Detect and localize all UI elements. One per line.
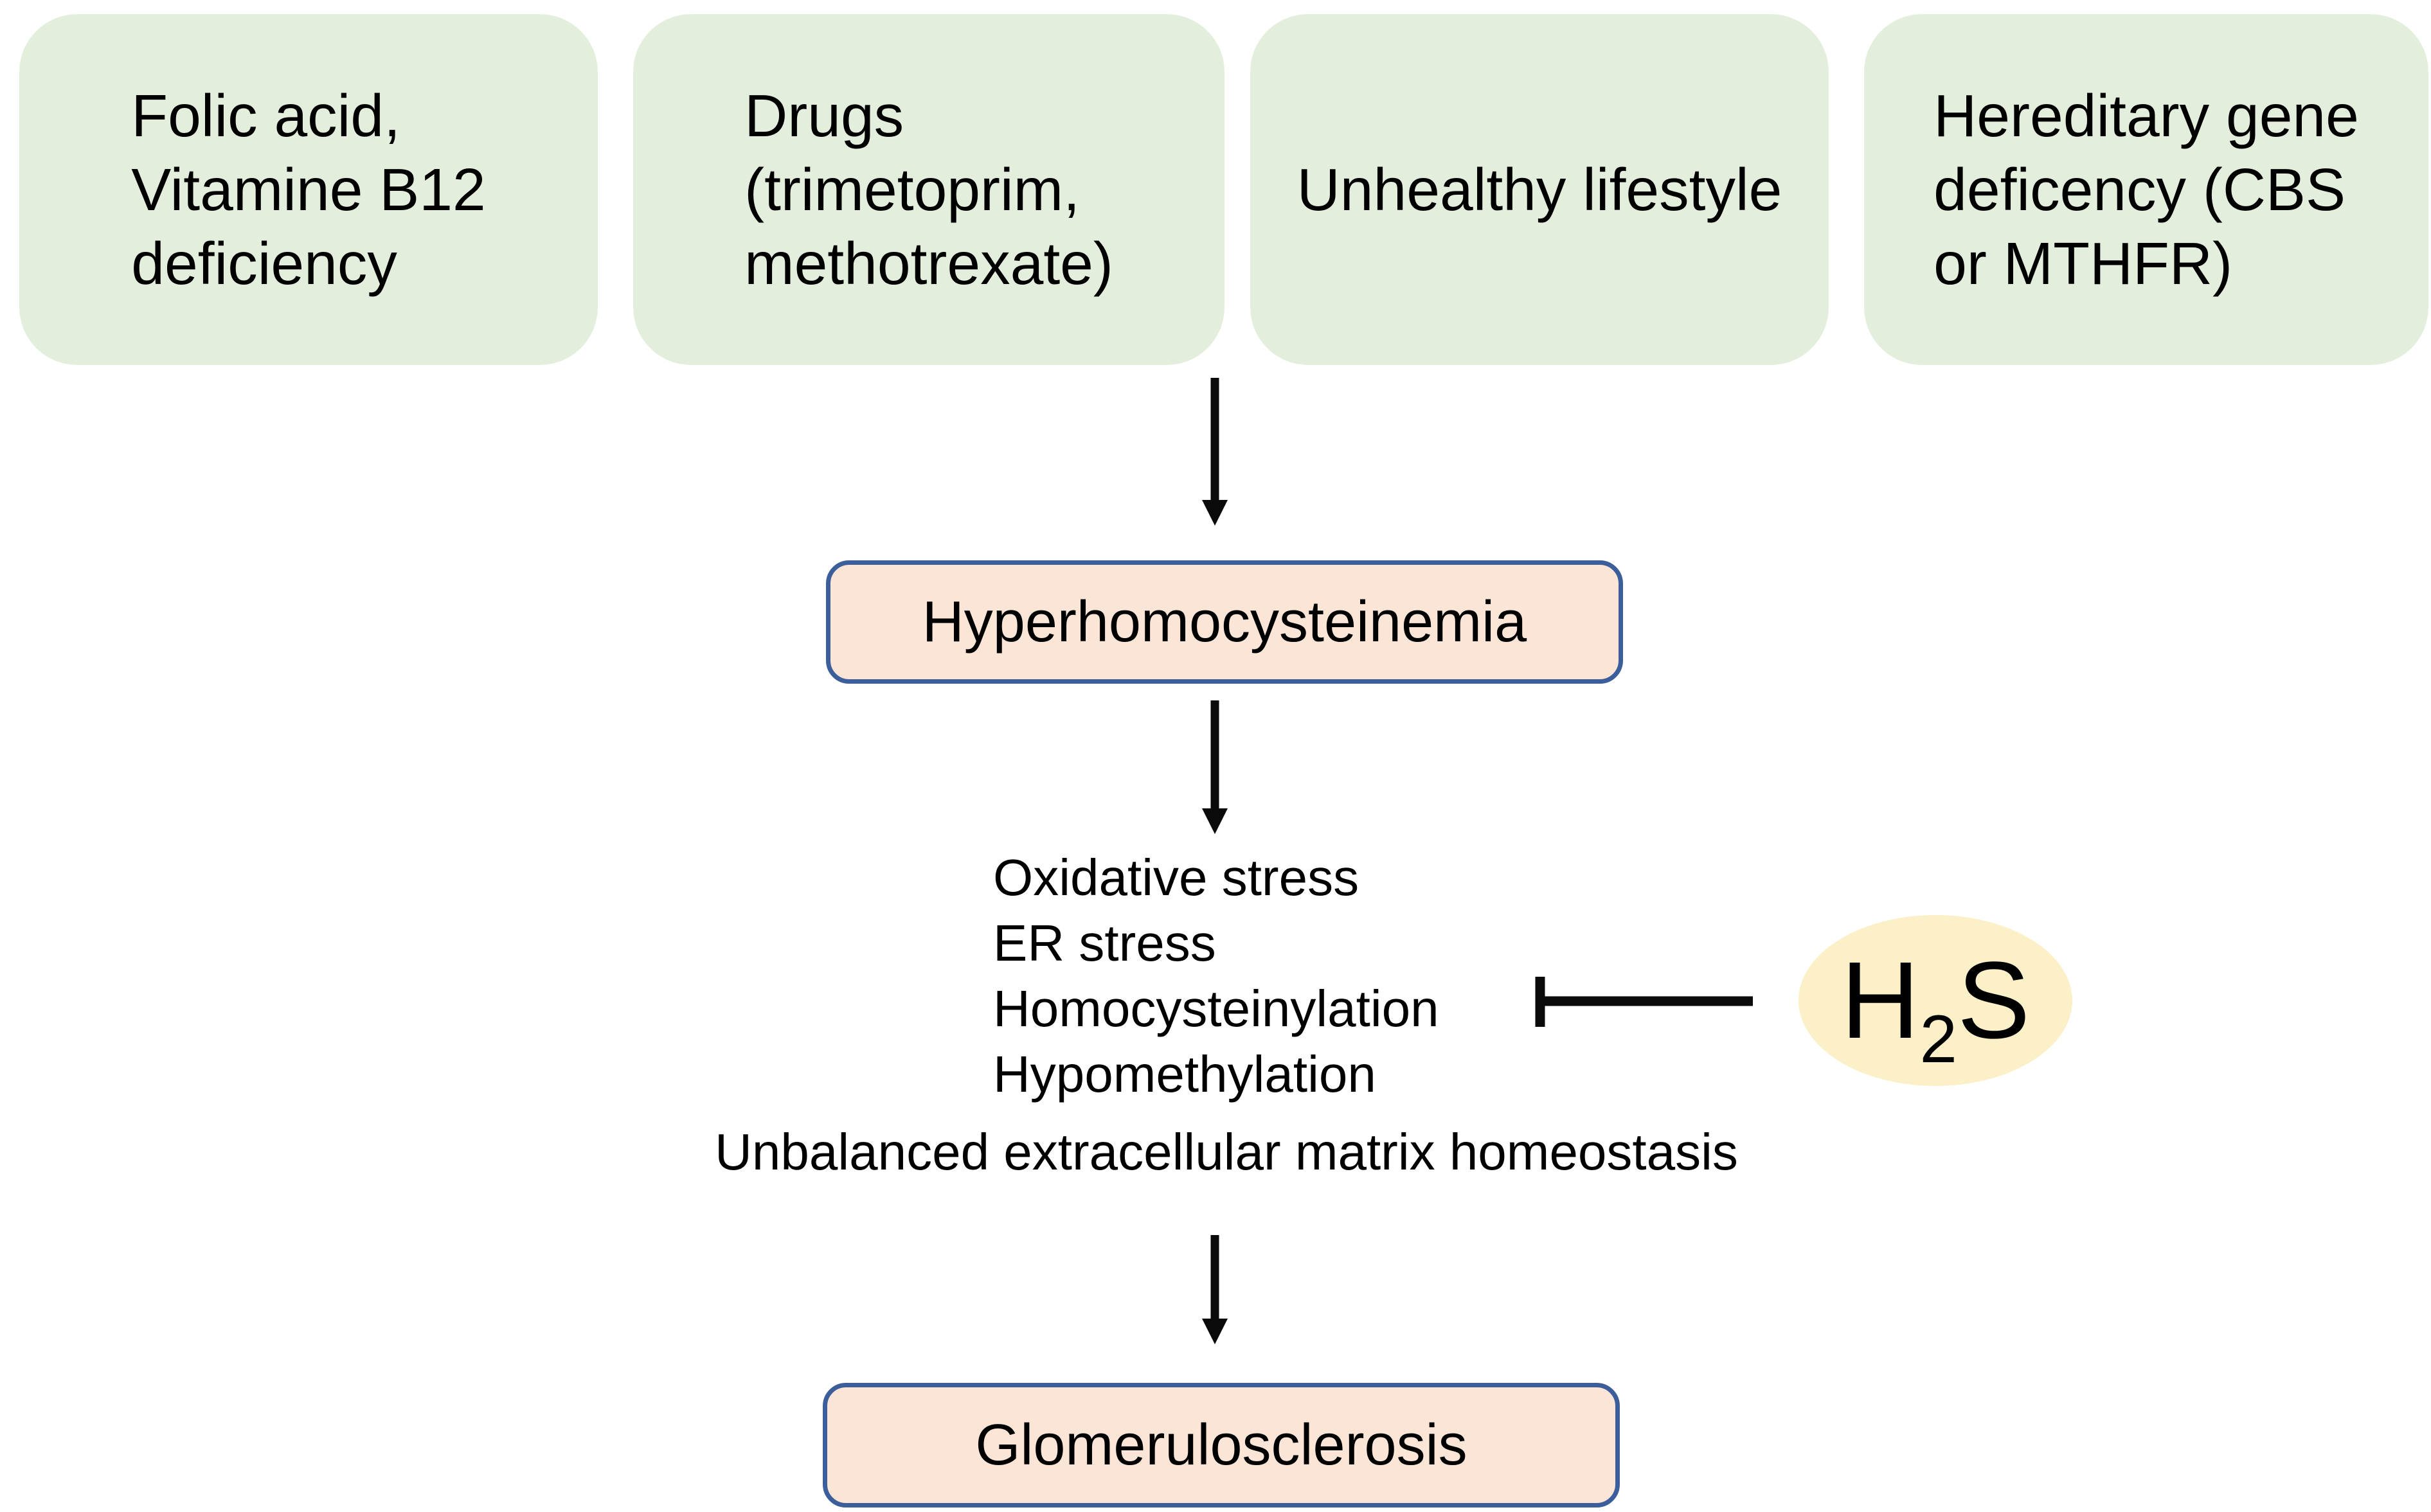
cause-box-drugs-label: Drugs (trimetoprim, methotrexate) <box>744 79 1113 301</box>
node-glomerulosclerosis: Glomerulosclerosis <box>823 1383 1620 1508</box>
h2s-base: S <box>1957 939 2031 1062</box>
cause-line: Vitamine B12 <box>131 156 486 223</box>
cause-line: methotrexate) <box>744 229 1113 297</box>
cause-line: Hereditary gene <box>1933 82 2359 149</box>
h2s-ellipse: H 2 S <box>1799 915 2072 1086</box>
cause-box-drugs: Drugs (trimetoprim, methotrexate) <box>633 14 1224 365</box>
cause-line: or MTHFR) <box>1933 229 2233 297</box>
cause-line: Unhealthy lifestyle <box>1296 156 1782 223</box>
mediator-item: ER stress <box>993 914 1216 972</box>
mediator-item: Homocysteinylation <box>993 980 1439 1037</box>
cause-box-folic-acid-label: Folic acid, Vitamine B12 deficiency <box>131 79 485 301</box>
h2s-label: H 2 S <box>1840 939 2031 1077</box>
mediator-item-wide: Unbalanced extracellular matrix homeosta… <box>715 1123 1738 1180</box>
mediator-item: Hypomethylation <box>993 1045 1376 1103</box>
cause-box-hereditary-label: Hereditary gene deficency (CBS or MTHFR) <box>1933 79 2359 301</box>
cause-line: deficiency <box>131 229 397 297</box>
arrow-down-icon-hyper-to-mediators <box>1202 700 1228 834</box>
cause-line: (trimetoprim, <box>744 156 1080 223</box>
inhibition-tbar-icon <box>1535 977 1753 1027</box>
node-hyperhomocysteinemia: Hyperhomocysteinemia <box>826 560 1623 684</box>
mediator-item: Oxidative stress <box>993 849 1359 906</box>
h2s-base: H <box>1840 939 1920 1062</box>
cause-line: Folic acid, <box>131 82 400 149</box>
node-hyperhomocysteinemia-label: Hyperhomocysteinemia <box>922 589 1527 654</box>
cause-line: Drugs <box>744 82 904 149</box>
cause-box-lifestyle-label: Unhealthy lifestyle <box>1297 153 1782 227</box>
cause-line: deficency (CBS <box>1933 156 2346 223</box>
arrow-down-icon-causes-to-hyper <box>1202 378 1228 526</box>
cause-box-folic-acid: Folic acid, Vitamine B12 deficiency <box>19 14 598 365</box>
node-glomerulosclerosis-label: Glomerulosclerosis <box>975 1412 1467 1477</box>
arrow-down-icon-mediators-to-glomer <box>1202 1235 1228 1344</box>
mediator-list: Oxidative stress ER stress Homocysteinyl… <box>993 845 1439 1107</box>
cause-box-lifestyle: Unhealthy lifestyle <box>1250 14 1829 365</box>
cause-box-hereditary: Hereditary gene deficency (CBS or MTHFR) <box>1864 14 2428 365</box>
